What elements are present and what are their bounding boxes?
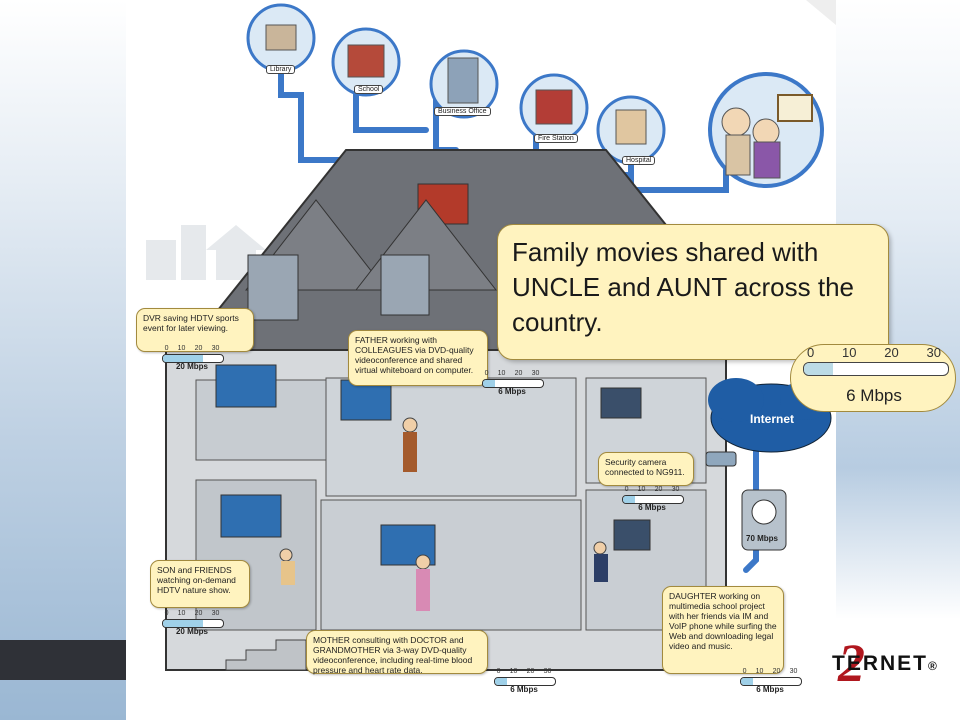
- building-label-business-office: Business Office: [434, 107, 491, 116]
- living-room-tv: [220, 494, 282, 538]
- logo-numeral: 2: [838, 633, 865, 693]
- meter-label: 6 Mbps: [638, 503, 666, 512]
- callout-father: FATHER working with COLLEAGUES via DVD-q…: [348, 330, 488, 386]
- meter-label: 6 Mbps: [510, 685, 538, 694]
- slide-accent-bar: [0, 640, 126, 680]
- callout-security: Security camera connected to NG911.: [598, 452, 694, 486]
- highlight-bandwidth-meter: 0 10 20 30 6 Mbps: [790, 344, 956, 412]
- slide-left-band: [0, 0, 126, 720]
- meter-bar: [494, 677, 556, 686]
- building-label-hospital: Hospital: [622, 156, 656, 165]
- meter-fill: [163, 620, 203, 627]
- callout-dvr: DVR saving HDTV sports event for later v…: [136, 308, 254, 352]
- highlight-meter-fill: [804, 363, 833, 375]
- meter-fill: [741, 678, 753, 685]
- logo-wordmark: TERNET®: [832, 652, 939, 675]
- building-label-fire-station: Fire Station: [534, 134, 578, 143]
- meter-fill: [623, 496, 635, 503]
- kitchen: [320, 499, 582, 631]
- meter-bar: [162, 354, 224, 363]
- connected-home-illustration: Library School Business Office Fire Stat…: [126, 0, 836, 720]
- highlight-meter-label: 6 Mbps: [846, 386, 902, 405]
- internet-label: Internet: [750, 412, 795, 426]
- meter-bar: [740, 677, 802, 686]
- callout-daughter: DAUGHTER working on multimedia school pr…: [662, 586, 784, 674]
- upstairs-tv: [600, 387, 642, 419]
- security-camera-icon: [705, 451, 737, 467]
- highlight-callout: Family movies shared with UNCLE and AUNT…: [497, 224, 889, 360]
- meter-bar: [162, 619, 224, 628]
- callout-mother: MOTHER consulting with DOCTOR and GRANDM…: [306, 630, 488, 675]
- meter-fill: [483, 380, 495, 387]
- tick-0: 0: [807, 345, 815, 360]
- meter-bar: [482, 379, 544, 388]
- father-monitor: [340, 379, 392, 421]
- meter-fill: [495, 678, 507, 685]
- gateway-total-label: 70 Mbps: [746, 534, 779, 543]
- daughter-monitor: [613, 519, 651, 551]
- building-label-library: Library: [266, 65, 296, 74]
- building-label-school: School: [354, 85, 384, 94]
- background-neighborhood: [146, 225, 266, 280]
- community-buildings: [246, 3, 824, 188]
- highlight-meter-ticks: 0 10 20 30: [807, 345, 941, 360]
- family-members: [279, 417, 608, 611]
- internet2-logo: 2 TERNET®: [832, 633, 958, 693]
- bedroom-tv: [215, 364, 277, 408]
- meter-label: 6 Mbps: [498, 387, 526, 396]
- tick-10: 10: [842, 345, 857, 360]
- highlight-meter-bar: [803, 362, 949, 376]
- meter-label: 20 Mbps: [175, 362, 208, 371]
- meter-bar: [622, 495, 684, 504]
- meter-fill: [163, 355, 203, 362]
- tick-30: 30: [926, 345, 941, 360]
- callout-son: SON and FRIENDS watching on-demand HDTV …: [150, 560, 250, 608]
- page-corner: [806, 0, 836, 25]
- meter-label: 6 Mbps: [756, 685, 784, 694]
- meter-label: 20 Mbps: [175, 627, 208, 636]
- tick-20: 20: [884, 345, 899, 360]
